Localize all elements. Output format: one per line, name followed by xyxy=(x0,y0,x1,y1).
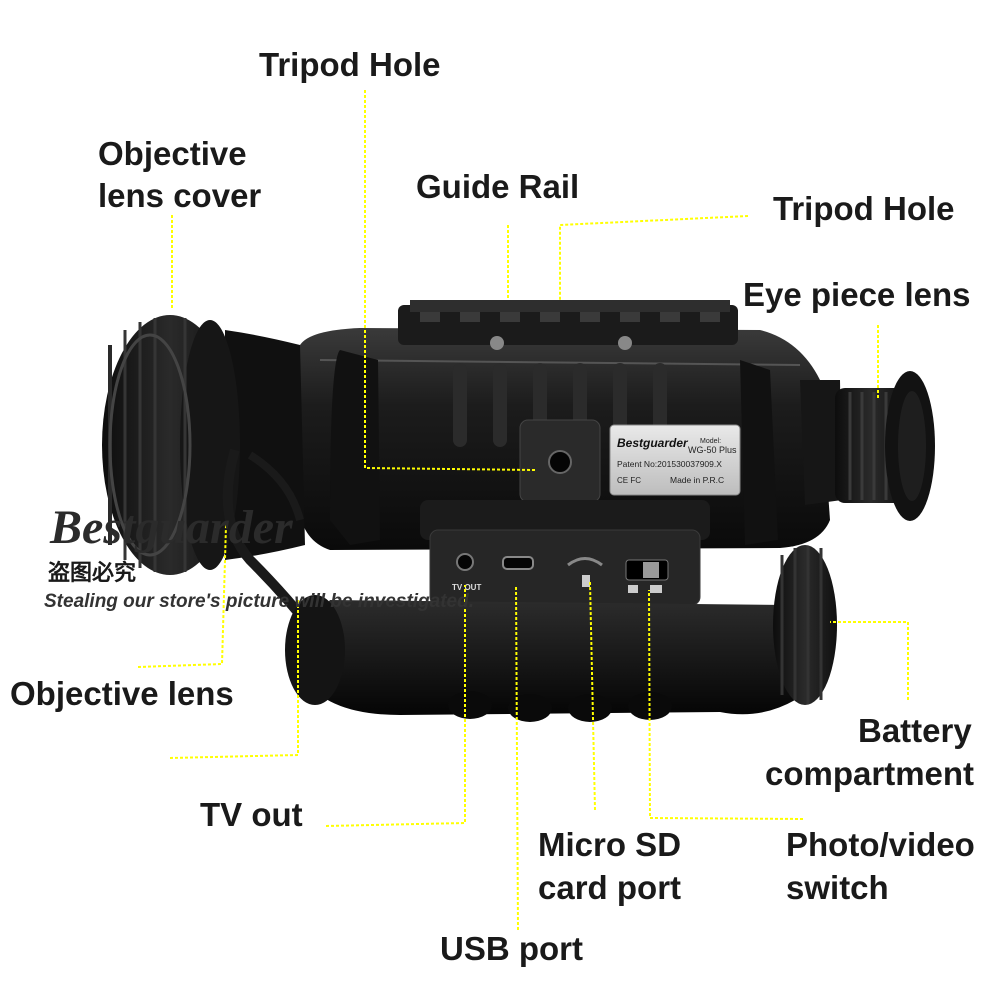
label-tripod-hole-right: Tripod Hole xyxy=(773,190,955,227)
label-tripod-hole-top: Tripod Hole xyxy=(259,46,441,83)
tv-out-jack xyxy=(456,553,474,571)
side-bracket xyxy=(330,350,778,545)
watermark-warning: Stealing our store's picture will be inv… xyxy=(44,591,475,612)
guide-rail xyxy=(398,300,738,350)
leader-extra xyxy=(169,600,299,759)
watermark-chinese: 盗图必究 xyxy=(48,561,137,586)
label-guide-rail: Guide Rail xyxy=(416,168,580,205)
plate-made-in: Made in P.R.C xyxy=(670,475,724,485)
battery-compartment xyxy=(285,545,837,722)
leader-lines xyxy=(137,90,909,931)
label-objective-lens: Objective lens xyxy=(10,675,234,712)
label-battery-2: compartment xyxy=(765,755,975,792)
plate-model: WG-50 Plus xyxy=(688,445,737,455)
leader-micro-sd xyxy=(589,581,596,811)
leader-tripod-hole-top xyxy=(364,90,536,471)
port-panel: TV OUT xyxy=(420,500,710,606)
tv-out-port-label: TV OUT xyxy=(452,583,481,592)
label-photo-video-1: Photo/video xyxy=(786,826,975,863)
leader-tripod-hole-right xyxy=(559,215,749,300)
plate-model-label: Model: xyxy=(700,438,721,445)
objective-lens-cover xyxy=(102,315,305,575)
model-plate: Bestguarder Model: WG-50 Plus Patent No:… xyxy=(609,424,741,496)
label-objective-lens-cover-1: Objective xyxy=(98,135,247,172)
plate-patent: Patent No:201530037909.X xyxy=(617,459,722,469)
usb-port-slot xyxy=(502,556,534,570)
eyepiece xyxy=(800,371,935,521)
plate-certs: CE FC xyxy=(617,476,641,485)
photo-video-switch xyxy=(643,562,659,578)
tripod-hole-side xyxy=(548,450,572,474)
leader-battery xyxy=(830,621,909,700)
label-battery-1: Battery xyxy=(858,712,972,749)
label-usb-port: USB port xyxy=(440,930,583,967)
watermark-brand: Bestguarder xyxy=(50,501,293,554)
leader-photo-video xyxy=(648,589,804,820)
label-eye-piece-lens: Eye piece lens xyxy=(743,276,971,313)
label-objective-lens-cover-2: lens cover xyxy=(98,177,262,214)
label-micro-sd-1: Micro SD xyxy=(538,826,682,863)
label-photo-video-2: switch xyxy=(786,869,889,906)
label-micro-sd-2: card port xyxy=(538,869,682,906)
label-tv-out: TV out xyxy=(200,796,303,833)
leader-objective-lens xyxy=(137,524,227,668)
plate-brand: Bestguarder xyxy=(617,436,689,450)
micro-sd-slot xyxy=(567,557,603,567)
leader-usb-port xyxy=(515,584,519,931)
leader-tv-out xyxy=(325,585,466,827)
